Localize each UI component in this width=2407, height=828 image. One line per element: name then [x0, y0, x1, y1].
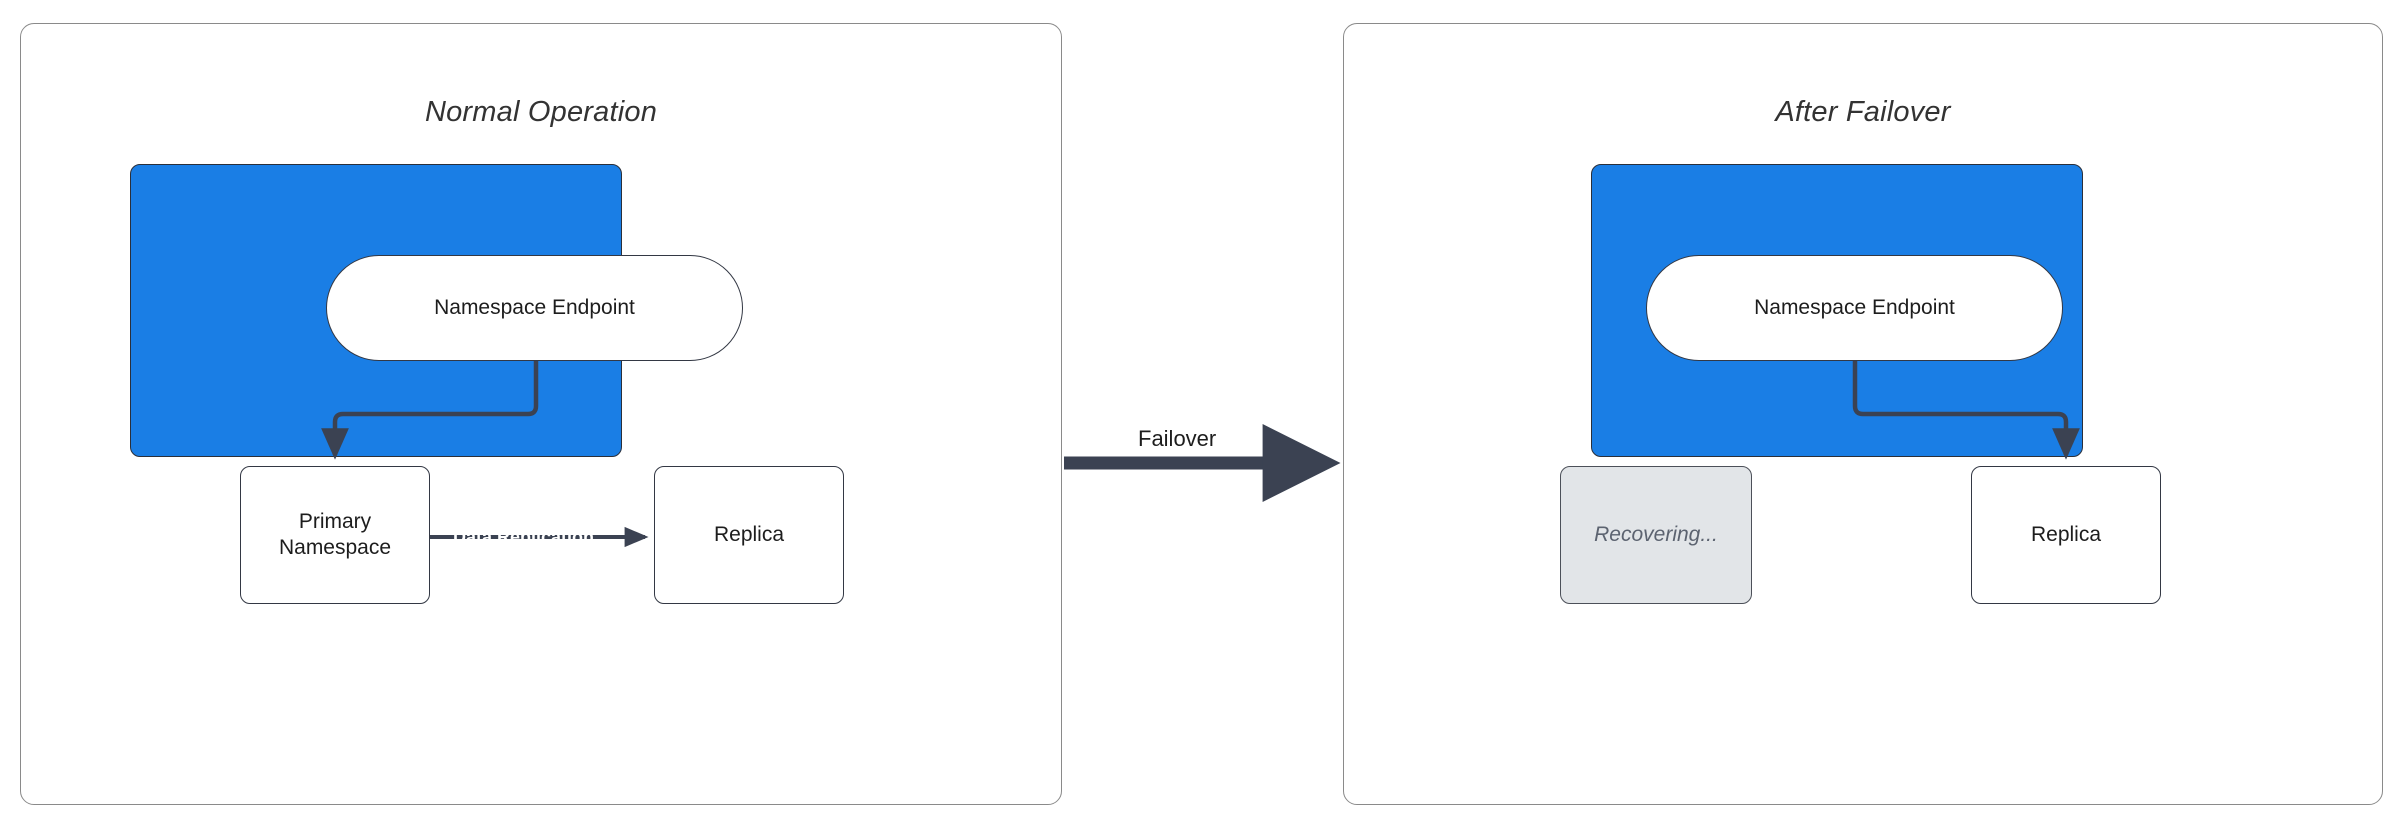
node-recovering[interactable]: Recovering...: [1560, 466, 1752, 604]
node-namespace-endpoint-right[interactable]: Namespace Endpoint: [1646, 255, 2063, 361]
node-namespace-endpoint-left[interactable]: Namespace Endpoint: [326, 255, 743, 361]
node-primary-namespace[interactable]: Primary Namespace: [240, 466, 430, 604]
transition-label-failover: Failover: [1138, 426, 1217, 451]
node-replica-right[interactable]: Replica: [1971, 466, 2161, 604]
node-replica-left[interactable]: Replica: [654, 466, 844, 604]
panel-title-after-failover: After Failover: [1775, 96, 1951, 128]
panel-title-normal-operation: Normal Operation: [424, 96, 658, 128]
node-primary-namespace-line2: Namespace: [278, 536, 392, 559]
node-primary-namespace-line1: Primary: [298, 509, 372, 533]
edge-label-data-replication: Data Replication: [453, 527, 595, 547]
